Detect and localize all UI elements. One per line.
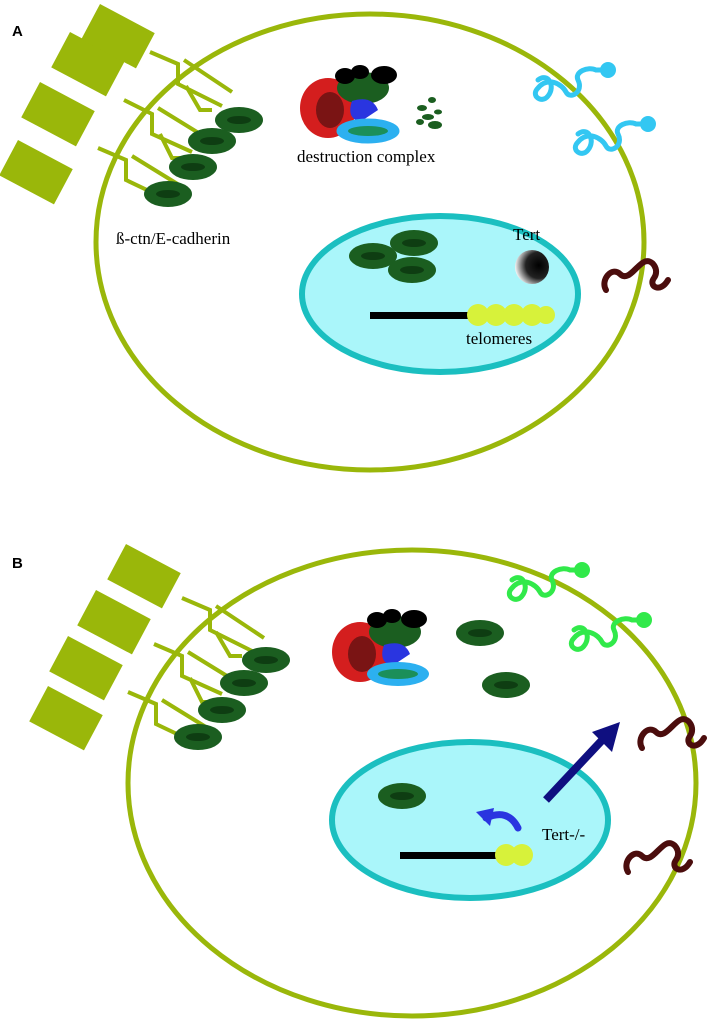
bcatenin-label-a: ß-ctn/E-cadherin: [116, 229, 231, 248]
cadherin-block: [21, 82, 95, 147]
cadherin-block: [107, 544, 181, 609]
tert-sphere-a: [515, 250, 549, 284]
export-arrow-shaft: [543, 733, 609, 803]
cadherin-block: [0, 140, 73, 205]
tert-label-a: Tert: [513, 225, 540, 244]
telomere-bead: [521, 304, 543, 326]
telomere-bead: [537, 306, 555, 324]
degraded-bcatenin-a: [416, 97, 442, 129]
wnt-ligand: [506, 566, 585, 602]
wnt-ligand: [532, 66, 611, 102]
telomere-beads-a: [467, 304, 555, 326]
panel-a-letter: A: [12, 23, 23, 40]
cadherin-block: [49, 636, 123, 701]
telomere-beads-b: [495, 844, 533, 866]
receptor-b-upper: [637, 716, 707, 751]
telomere-bead: [485, 304, 507, 326]
wnt-ligands-b: [506, 566, 647, 652]
gsk3-shape: [350, 99, 378, 122]
receptor-b-lower: [623, 840, 693, 875]
wnt-ligand: [572, 120, 651, 156]
cadherin-blocks-b: [29, 544, 181, 751]
destruction-complex-b: [332, 609, 429, 686]
gsk3-shape: [382, 643, 410, 666]
cadherin-block: [51, 32, 125, 97]
export-arrow-icon: [592, 722, 620, 752]
bcatenin-membrane-b: [174, 647, 290, 750]
receptor-a: [601, 258, 671, 293]
cadherin-block: [81, 4, 155, 69]
cadherin-block: [77, 590, 151, 655]
panel-b-letter: B: [12, 555, 23, 572]
wnt-ligand: [568, 616, 647, 652]
telomere-bead: [503, 304, 525, 326]
cadherin-block: [29, 686, 103, 751]
telomere-bead: [467, 304, 489, 326]
chromosome-a: [370, 312, 470, 319]
telomere-bead: [511, 844, 533, 866]
nucleus-b: [329, 739, 611, 901]
tert-ko-label-b: Tert-/-: [542, 825, 586, 844]
destruction-complex-label-a: destruction complex: [297, 147, 436, 166]
curved-arrow-head: [476, 808, 494, 826]
telomeres-label-a: telomeres: [466, 329, 532, 348]
bcatenin-free-b: [456, 620, 530, 698]
panel-a: A ß-ctn/E-cadherin: [0, 4, 671, 473]
telomere-bead: [495, 844, 517, 866]
bcatenin-membrane-a: [144, 107, 263, 207]
wnt-ligands-a: [532, 66, 651, 156]
panel-b: B: [12, 544, 707, 1019]
cadherin-blocks-a: [0, 4, 155, 205]
chromosome-b: [400, 852, 496, 859]
bcatenin-nuclear-a: [349, 230, 438, 283]
destruction-complex-a: [300, 65, 400, 144]
